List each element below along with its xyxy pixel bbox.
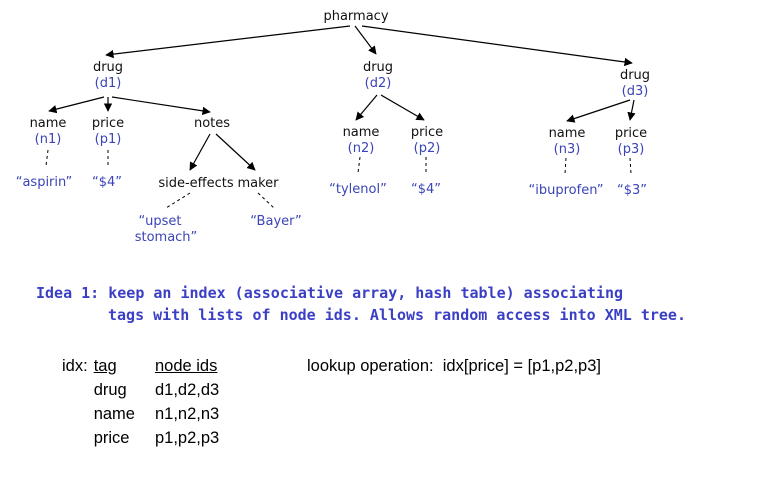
node-drug-d3: drug <box>620 68 650 83</box>
value-price-3-d3: “$3” <box>617 183 647 198</box>
value-price-4-d1: “$4” <box>92 175 122 190</box>
node-id-n2: (n2) <box>348 141 375 156</box>
row-tag: price <box>93 429 130 447</box>
dash-side-effects <box>165 192 191 209</box>
node-side-effects: side-effects <box>158 176 234 191</box>
row-node-ids: p1,p2,p3 <box>154 429 220 447</box>
edge-d3-price <box>627 99 636 121</box>
node-id-n3: (n3) <box>554 142 581 157</box>
table-row: name n1,n2,n3 <box>62 404 225 428</box>
node-drug-d2: drug <box>363 60 393 75</box>
edge-d3-name <box>566 99 631 123</box>
node-name-n3: name <box>549 126 586 141</box>
node-id-d3: (d3) <box>622 84 649 99</box>
index-table: idx: tag node ids drug d1,d2,d3 name n1,… <box>62 356 225 452</box>
node-price-p1: price <box>92 116 124 131</box>
node-id-p1: (p1) <box>95 132 122 147</box>
value-aspirin: “aspirin” <box>16 175 73 190</box>
node-id-n1: (n1) <box>35 132 62 147</box>
edge-notes-maker <box>215 133 256 171</box>
dash-maker <box>257 192 275 209</box>
edge-d1-name <box>48 96 105 114</box>
node-id-d1: (d1) <box>95 76 122 91</box>
edge-d2-name <box>355 94 378 121</box>
edge-root-d1 <box>105 25 351 59</box>
edge-root-d2 <box>354 25 377 55</box>
header-node-ids: node ids <box>154 357 218 375</box>
value-price-4-d2: “$4” <box>411 182 441 197</box>
table-row: price p1,p2,p3 <box>62 428 225 452</box>
row-tag: drug <box>93 381 127 399</box>
row-node-ids: n1,n2,n3 <box>154 405 220 423</box>
dash-n3 <box>564 157 567 175</box>
header-tag: tag <box>93 357 117 375</box>
node-price-p3: price <box>615 126 647 141</box>
value-tylenol: “tylenol” <box>329 182 387 197</box>
dash-n1 <box>45 149 49 167</box>
idea-line-2: tags with lists of node ids. Allows rand… <box>108 306 686 324</box>
node-id-p2: (p2) <box>414 141 441 156</box>
node-name-n2: name <box>343 125 380 140</box>
node-drug-d1: drug <box>93 60 123 75</box>
node-id-d2: (d2) <box>365 76 392 91</box>
edge-d1-notes <box>111 96 211 116</box>
lookup-operation: lookup operation: idx[price] = [p1,p2,p3… <box>307 357 601 375</box>
node-notes: notes <box>194 116 230 131</box>
value-bayer: “Bayer” <box>250 214 302 229</box>
edge-d2-price <box>380 94 425 121</box>
value-upset-stomach-line2: stomach” <box>135 230 198 245</box>
index-prefix: idx: <box>62 357 88 375</box>
node-name-n1: name <box>30 116 67 131</box>
node-id-p3: (p3) <box>618 142 645 157</box>
row-node-ids: d1,d2,d3 <box>154 381 220 399</box>
value-ibuprofen: “ibuprofen” <box>529 183 604 198</box>
edge-root-d3 <box>361 25 633 67</box>
dash-n2 <box>357 156 361 174</box>
edge-notes-side-effects <box>189 133 211 171</box>
index-header-row: idx: tag node ids <box>62 356 225 380</box>
dash-p3 <box>629 157 632 175</box>
xml-tree-diagram: pharmacy drug (d1) name (n1) price (p1) … <box>16 9 650 245</box>
node-maker: maker <box>237 176 279 191</box>
node-price-p2: price <box>411 125 443 140</box>
idea-line-1: Idea 1: keep an index (associative array… <box>36 284 623 302</box>
row-tag: name <box>93 405 135 423</box>
node-pharmacy: pharmacy <box>323 9 388 24</box>
table-row: drug d1,d2,d3 <box>62 380 225 404</box>
idea-text: Idea 1: keep an index (associative array… <box>36 282 776 326</box>
value-upset-stomach-line1: “upset <box>138 214 181 229</box>
